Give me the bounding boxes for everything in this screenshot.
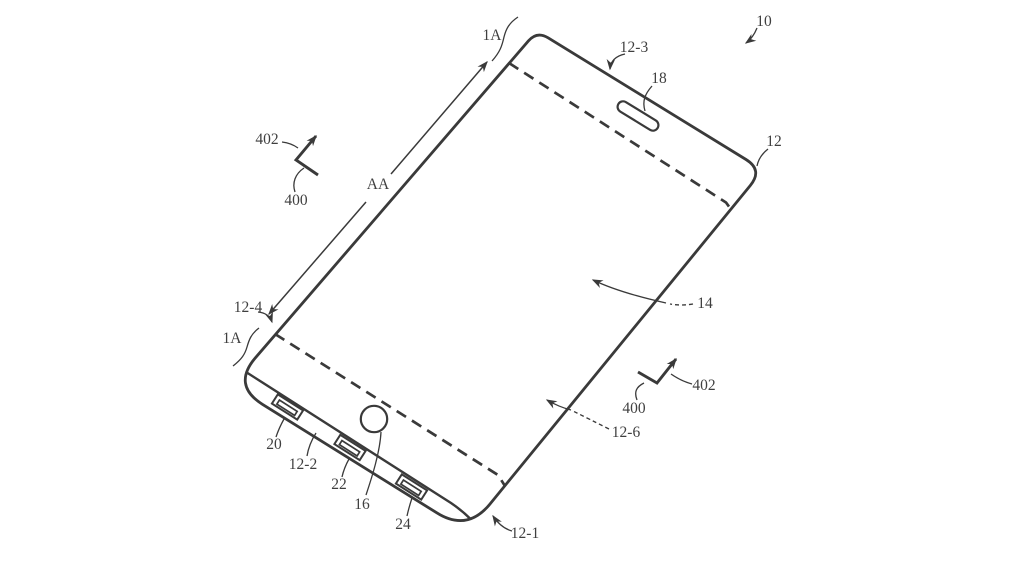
leader-10 (744, 27, 758, 44)
leader-402-right (670, 373, 693, 385)
port-22 (333, 433, 367, 462)
leader-12-3 (606, 53, 626, 71)
label-400-left: 400 (284, 192, 308, 209)
leader-18 (643, 85, 653, 112)
label-aa: AA (367, 176, 390, 193)
section-arrow-aa-lower (268, 201, 367, 315)
label-12-2: 12-2 (289, 456, 317, 473)
label-12-3: 12-3 (620, 39, 649, 56)
port-24 (394, 472, 429, 502)
label-12-4: 12-4 (234, 299, 263, 316)
surface-normal-arrow-right (637, 357, 678, 385)
display-top-boundary-dashed (508, 61, 733, 211)
label-10: 10 (756, 13, 772, 30)
leader-400-right (635, 382, 645, 401)
leader-24 (406, 497, 413, 517)
label-12-1: 12-1 (511, 525, 539, 542)
phone-outline (244, 33, 758, 522)
arrow-12-6 (545, 399, 572, 411)
home-button (359, 404, 389, 434)
leader-12-6-dashed (572, 410, 610, 430)
label-20: 20 (266, 436, 282, 453)
bottom-sidewall-edge-line (245, 370, 471, 520)
section-brace-1a-top (491, 16, 519, 62)
label-16: 16 (354, 496, 370, 513)
leader-12-4 (257, 311, 273, 324)
label-1a-top: 1A (483, 27, 503, 44)
label-14: 14 (697, 295, 713, 312)
label-402-right: 402 (692, 377, 715, 394)
label-402-left: 402 (255, 131, 278, 148)
leader-20 (275, 418, 285, 438)
label-400-right: 400 (622, 400, 646, 417)
leader-12 (756, 148, 769, 167)
leader-16 (365, 431, 382, 496)
leader-12-1 (492, 514, 513, 532)
leader-12-2 (306, 432, 317, 457)
leader-14-dashed (669, 303, 694, 306)
section-arrow-aa-upper (390, 60, 488, 175)
label-18: 18 (651, 70, 667, 87)
leader-22 (341, 458, 350, 478)
label-1a-bottom: 1A (223, 330, 243, 347)
arrow-14 (591, 279, 667, 304)
leader-400-left (293, 167, 305, 193)
label-22: 22 (331, 476, 347, 493)
leader-402-left (281, 141, 299, 149)
display-bottom-boundary-dashed (274, 332, 507, 487)
label-12: 12 (766, 133, 782, 150)
section-brace-1a-bottom (232, 327, 260, 367)
label-12-6: 12-6 (612, 424, 641, 441)
speaker-slot (616, 100, 660, 132)
port-20 (270, 392, 305, 422)
label-24: 24 (395, 516, 411, 533)
surface-normal-arrow-left (293, 134, 319, 177)
